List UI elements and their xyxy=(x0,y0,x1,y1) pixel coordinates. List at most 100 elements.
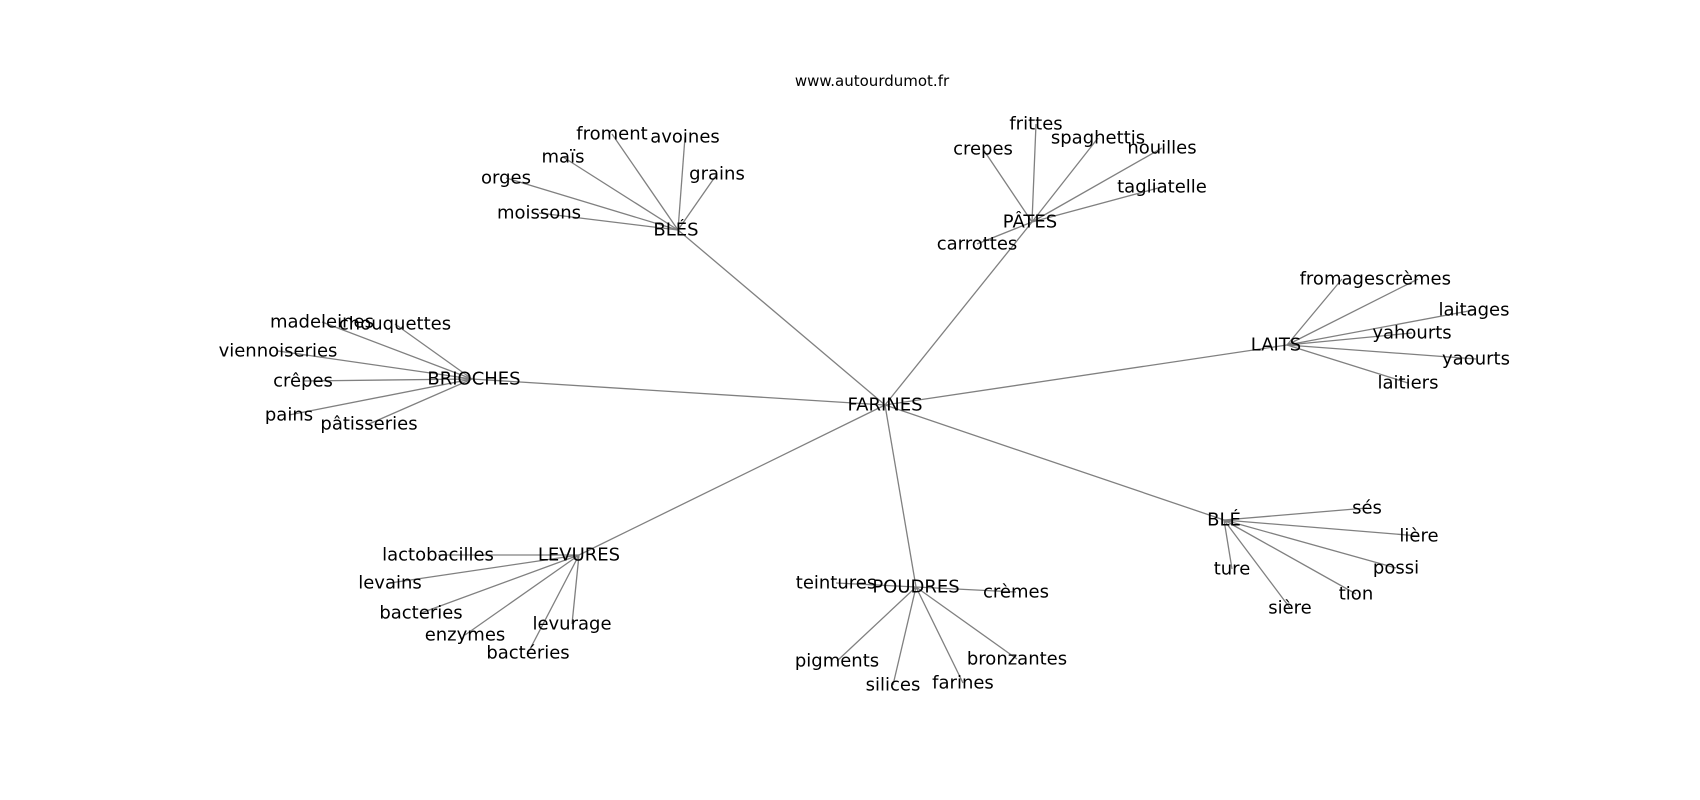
node-word-ses[interactable]: sés xyxy=(1352,498,1382,519)
node-word-crepes[interactable]: crêpes xyxy=(273,371,333,392)
node-word-bacteries[interactable]: bacteries xyxy=(379,603,462,624)
node-word-levurage[interactable]: levurage xyxy=(532,614,611,635)
node-word-fromages[interactable]: fromages xyxy=(1300,269,1385,290)
edge-laits-yahourts xyxy=(1286,332,1413,346)
edge-bles-froment xyxy=(611,133,679,231)
edge-levures-levurage xyxy=(571,554,580,625)
edge-brioches-chouquettes xyxy=(394,323,473,380)
node-word-lactobacilles[interactable]: lactobacilles xyxy=(382,545,494,566)
edge-levures-levains xyxy=(389,554,580,584)
node-word-froment[interactable]: froment xyxy=(576,124,647,145)
edge-brioches-patisseries xyxy=(368,378,473,425)
edge-laits-laitiers xyxy=(1286,344,1409,384)
node-word-frittes[interactable]: frittes xyxy=(1009,114,1062,135)
edge-laits-fromages xyxy=(1286,278,1343,346)
node-word-chouquettes[interactable]: chouquettes xyxy=(339,314,451,335)
node-center-farines[interactable]: FARINES xyxy=(847,395,922,416)
edge-brioches-madeleines xyxy=(321,321,473,380)
edge-poudres-farines xyxy=(915,586,964,684)
edge-bles-avoines xyxy=(677,136,686,231)
site-url: www.autourdumot.fr xyxy=(794,72,950,90)
node-word-viennoiseries[interactable]: viennoiseries xyxy=(219,341,338,362)
node-word-orges[interactable]: orges xyxy=(481,168,531,189)
edge-brioches-pains xyxy=(288,378,473,416)
node-word-yahourts[interactable]: yahourts xyxy=(1372,323,1451,344)
node-hub-ble[interactable]: BLÉ xyxy=(1207,509,1241,531)
edge-laits-cremes xyxy=(1286,278,1419,346)
node-word-levains[interactable]: levains xyxy=(358,573,422,594)
edge-brioches-crepes xyxy=(302,378,473,382)
edge-levures-bacteries xyxy=(420,554,580,614)
node-word-enzymes[interactable]: enzymes xyxy=(425,625,506,646)
node-hub-laits[interactable]: LAITS xyxy=(1251,335,1301,356)
edge-poudres-bronzantes xyxy=(915,586,1018,660)
edge-laits-laitages xyxy=(1286,309,1475,346)
node-word-bacteries[interactable]: bactéries xyxy=(486,643,569,664)
edge-center-pates xyxy=(884,221,1033,406)
edge-pates-carrottes xyxy=(976,221,1033,245)
edge-center-levures xyxy=(578,404,886,556)
node-word-yaourts[interactable]: yaourts xyxy=(1442,349,1510,370)
edge-center-ble xyxy=(884,404,1225,521)
node-word-pigments[interactable]: pigments xyxy=(795,651,879,672)
edge-laits-yaourts xyxy=(1286,344,1477,360)
node-word-madeleines[interactable]: madeleines xyxy=(270,312,374,333)
edge-poudres-cremes xyxy=(915,586,1017,593)
node-word-grains[interactable]: grains xyxy=(689,164,745,185)
node-word-bronzantes[interactable]: bronzantes xyxy=(967,649,1067,670)
node-hub-pates[interactable]: PÂTES xyxy=(1003,211,1057,233)
edge-bles-grains xyxy=(677,173,718,231)
edge-center-brioches xyxy=(471,378,886,406)
edge-levures-enzymes xyxy=(464,554,580,636)
node-word-liere[interactable]: lière xyxy=(1399,526,1438,547)
edge-center-bles xyxy=(677,229,886,406)
edge-pates-tagliatelle xyxy=(1031,186,1163,223)
node-word-laitiers[interactable]: laitiers xyxy=(1378,373,1439,394)
node-word-farines[interactable]: farines xyxy=(932,673,994,694)
edge-ble-ses xyxy=(1223,507,1368,521)
graph-edges xyxy=(277,123,1477,686)
node-hub-levures[interactable]: LEVURES xyxy=(538,545,620,566)
edge-ble-possi xyxy=(1223,519,1397,569)
edge-pates-crepes xyxy=(982,148,1033,223)
edge-bles-orges xyxy=(505,177,679,231)
node-word-crepes[interactable]: crepes xyxy=(953,139,1013,160)
edge-ble-siere xyxy=(1223,519,1291,609)
node-word-teintures[interactable]: teintures xyxy=(796,573,876,594)
edge-poudres-teintures xyxy=(835,582,917,588)
edge-pates-nouilles xyxy=(1031,147,1163,223)
edge-poudres-pigments xyxy=(836,586,917,662)
node-word-mais[interactable]: maïs xyxy=(542,147,585,168)
edge-ble-ture xyxy=(1223,519,1233,570)
node-word-pains[interactable]: pains xyxy=(265,405,313,426)
edge-ble-liere xyxy=(1223,519,1420,537)
edge-pates-frittes xyxy=(1031,123,1037,223)
node-hub-brioches[interactable]: BRIOCHES xyxy=(427,369,520,390)
node-word-cremes[interactable]: crèmes xyxy=(1385,269,1451,290)
node-word-ture[interactable]: ture xyxy=(1214,559,1251,580)
node-word-silices[interactable]: silices xyxy=(866,675,921,696)
node-word-avoines[interactable]: avoines xyxy=(650,127,720,148)
node-word-laitages[interactable]: laitages xyxy=(1439,300,1510,321)
node-word-moissons[interactable]: moissons xyxy=(497,203,581,224)
node-word-patisseries[interactable]: pâtisseries xyxy=(320,414,417,435)
node-hub-bles[interactable]: BLÉS xyxy=(653,219,698,241)
edge-center-laits xyxy=(884,344,1288,406)
node-word-siere[interactable]: sière xyxy=(1268,598,1312,619)
node-word-carrottes[interactable]: carrottes xyxy=(937,234,1018,255)
node-hub-poudres[interactable]: POUDRES xyxy=(872,577,959,598)
node-word-spaghettis[interactable]: spaghettis xyxy=(1051,128,1145,149)
node-word-tagliatelle[interactable]: tagliatelle xyxy=(1117,177,1207,198)
node-word-cremes[interactable]: crèmes xyxy=(983,582,1049,603)
edge-bles-moissons xyxy=(538,212,679,231)
node-word-possi[interactable]: possi xyxy=(1373,558,1419,579)
edge-bles-mais xyxy=(562,156,679,231)
edge-ble-tion xyxy=(1223,519,1357,595)
edge-levures-bacteries xyxy=(527,554,580,654)
edge-brioches-viennoiseries xyxy=(277,350,473,380)
node-word-tion[interactable]: tion xyxy=(1339,584,1373,605)
edge-pates-spaghettis xyxy=(1031,137,1099,223)
node-word-nouilles[interactable]: nouilles xyxy=(1127,138,1196,159)
